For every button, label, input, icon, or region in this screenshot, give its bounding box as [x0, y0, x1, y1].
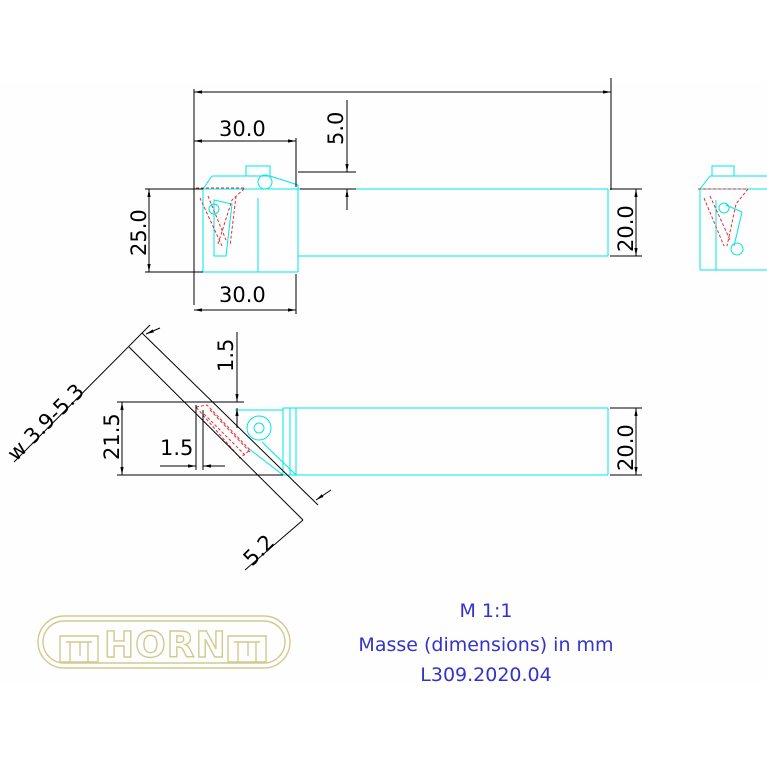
side-view-blade — [195, 404, 251, 459]
dim-21-5-label: 21.5 — [100, 413, 124, 460]
scale-note: M 1:1 — [459, 600, 512, 622]
drawing-sheet — [0, 82, 767, 682]
dim-30-bottom: 30.0 — [194, 274, 297, 314]
logo-wordmark: HORN — [104, 625, 227, 666]
dim-21-5: 21.5 — [100, 401, 283, 476]
top-view-shank — [202, 165, 609, 273]
logo-right-mark — [227, 635, 267, 663]
dim-1-5-left: 1.5 — [160, 405, 225, 470]
dim-20-top: 20.0 — [610, 188, 642, 257]
logo-left-mark — [59, 635, 99, 663]
horn-logo: HORN — [37, 615, 291, 669]
dimensions-note: Masse (dimensions) in mm — [358, 634, 613, 656]
dim-width-range: w 3.9-5.3 — [3, 324, 319, 521]
dim-1-5-top: 1.5 — [195, 332, 244, 428]
drawing-notes: M 1:1 Masse (dimensions) in mm L309.2020… — [358, 600, 613, 686]
dim-1-5-top-label: 1.5 — [214, 339, 238, 372]
side-view: 1.5 21.5 1.5 — [3, 324, 642, 571]
dim-1-5-left-label: 1.5 — [160, 436, 193, 460]
dim-width-label: w 3.9-5.3 — [3, 379, 89, 465]
dim-30-bottom-label: 30.0 — [219, 283, 266, 307]
side-view-shank — [235, 407, 609, 476]
top-view-hidden-insert — [196, 187, 247, 247]
dim-30-top: 30.0 — [194, 117, 297, 187]
dim-25-label: 25.0 — [127, 209, 151, 256]
dim-20-side-label: 20.0 — [614, 424, 638, 471]
dim-30-top-label: 30.0 — [219, 117, 266, 141]
dim-5: 5.0 — [298, 100, 356, 210]
dim-25: 25.0 — [127, 188, 203, 273]
dim-overall-length — [193, 78, 612, 305]
dim-20-side: 20.0 — [610, 407, 642, 476]
dim-5-label: 5.0 — [324, 112, 348, 145]
dim-20-top-label: 20.0 — [614, 205, 638, 252]
dim-5-2-label: 5.2 — [239, 530, 280, 571]
top-view: 30.0 5.0 25.0 20.0 — [127, 78, 642, 314]
drawing-number: L309.2020.04 — [420, 664, 551, 686]
end-view — [698, 165, 767, 271]
